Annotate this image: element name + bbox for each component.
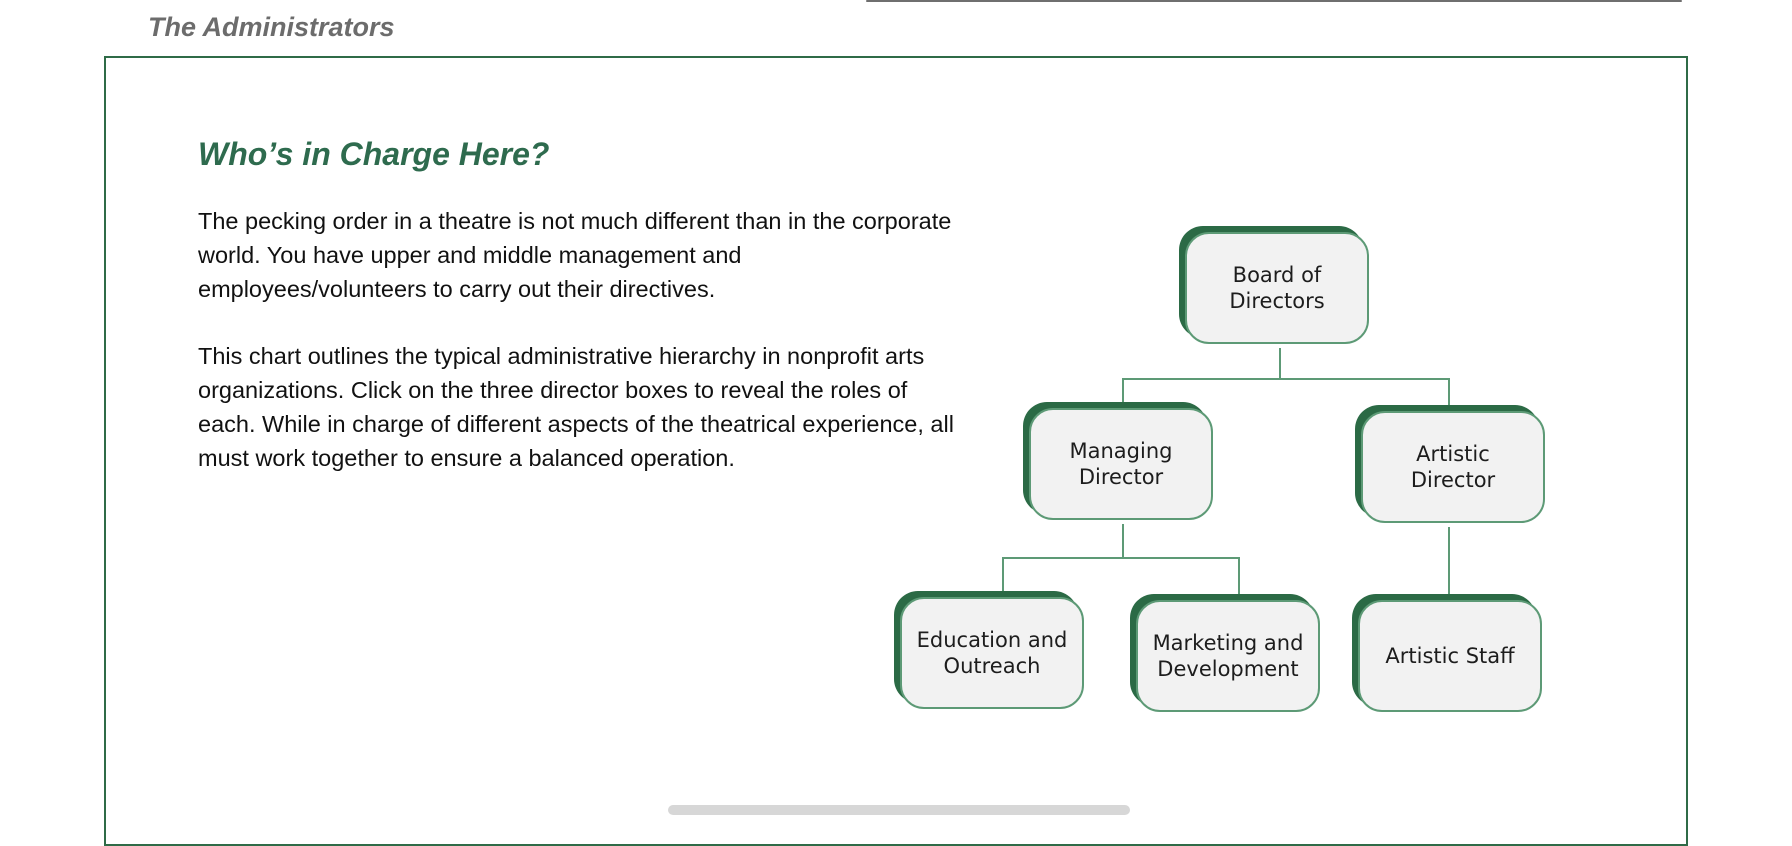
instructions-paragraph: This chart outlines the typical administ… <box>198 343 954 471</box>
org-box-label: Education and Outreach <box>916 628 1068 678</box>
org-box-education-and-outreach: Education and Outreach <box>894 591 1084 709</box>
connector-board-to-artistic <box>1280 378 1450 408</box>
section-title: The Administrators <box>148 12 395 42</box>
connector-managing-to-marketing <box>1123 557 1240 597</box>
connector-board-to-directors <box>1122 348 1281 405</box>
page-heading: Who’s in Charge Here? <box>198 136 550 172</box>
org-box-managing-director[interactable]: Managing Director <box>1023 402 1213 520</box>
org-box-board-of-directors: Board of Directors <box>1179 226 1369 344</box>
org-box-label: Managing Director <box>1069 439 1173 489</box>
org-box-marketing-and-development: Marketing and Development <box>1130 594 1320 712</box>
org-box-label: Marketing and Development <box>1152 631 1304 681</box>
intro-paragraph: The pecking order in a theatre is not mu… <box>198 208 952 302</box>
org-box-artistic-director[interactable]: Artistic Director <box>1355 405 1545 523</box>
org-box-label: Artistic Staff <box>1385 644 1515 668</box>
connector-managing-to-departments <box>1002 524 1124 594</box>
org-box-label: Artistic Director <box>1410 442 1496 492</box>
org-box-label: Board of Directors <box>1229 263 1325 313</box>
top-divider <box>866 0 1682 2</box>
org-box-artistic-staff: Artistic Staff <box>1352 594 1542 712</box>
org-chart-connectors <box>1002 348 1450 597</box>
horizontal-scrollbar[interactable] <box>668 805 1130 815</box>
